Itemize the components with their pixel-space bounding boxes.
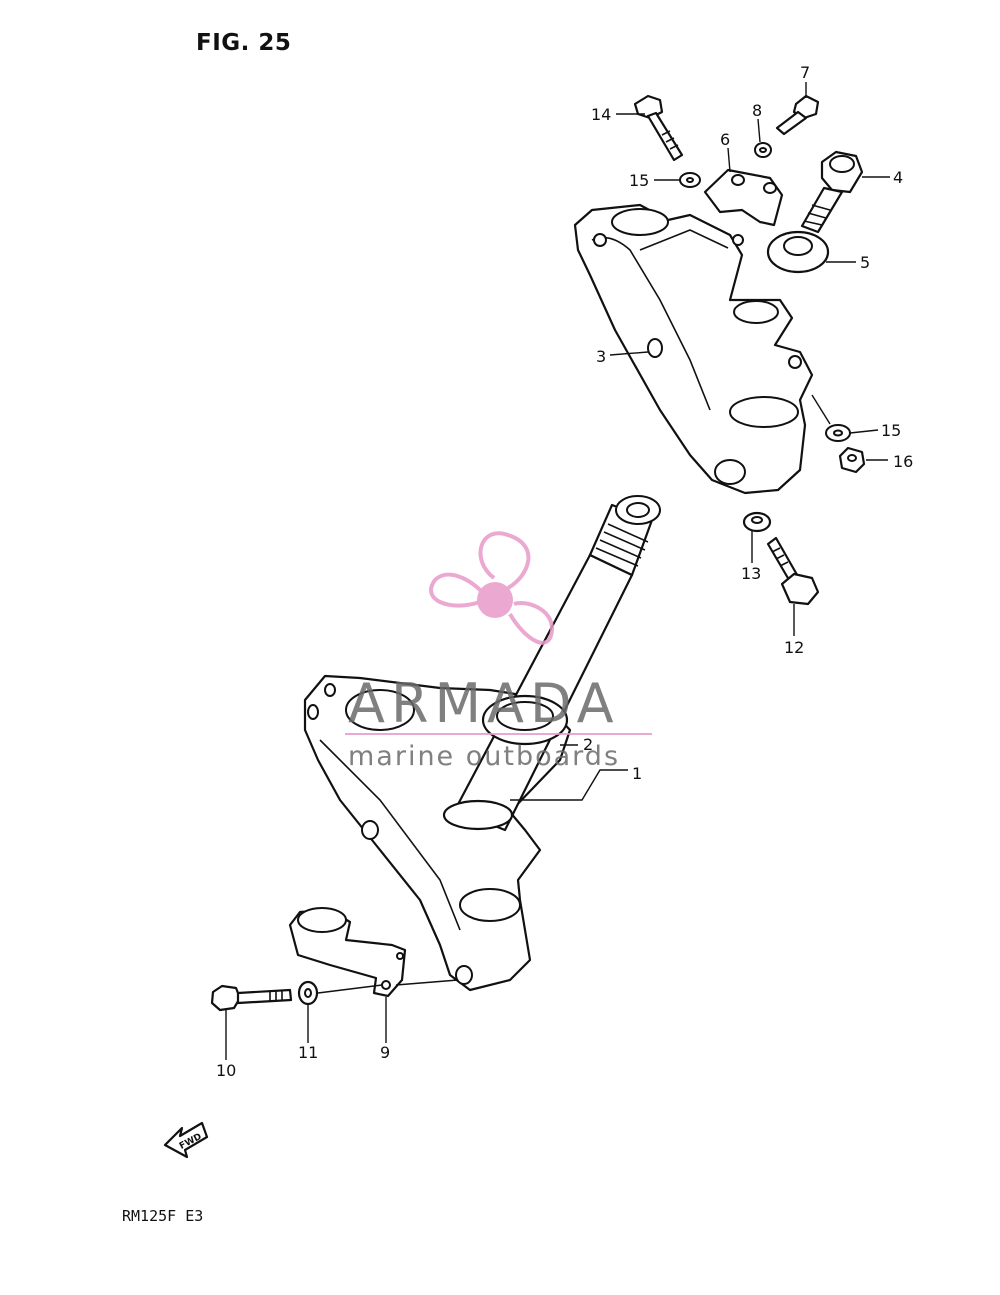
- callout-11: 11: [298, 1043, 318, 1062]
- callout-16: 16: [893, 452, 913, 471]
- callout-1: 1: [632, 764, 642, 783]
- washer-15-lower-hole: [833, 429, 843, 437]
- callout-13: 13: [741, 564, 761, 583]
- washer-11-hole: [304, 988, 312, 998]
- cable-guide-9: [288, 907, 407, 998]
- clamp-6: [703, 168, 784, 227]
- bolt-14: [633, 94, 684, 162]
- callout-15-upper: 15: [629, 171, 649, 190]
- callout-9: 9: [380, 1043, 390, 1062]
- bolt-7: [775, 94, 820, 136]
- lower-bracket-stem-1: [303, 495, 661, 992]
- washer-15-upper-hole: [686, 177, 694, 183]
- callout-numbers: 14 7 8 6 15 4 5 3 15 16 13 12 2 1 10 11 …: [216, 63, 913, 1080]
- callout-15-lower: 15: [881, 421, 901, 440]
- leader-lines: [225, 82, 890, 1060]
- bolt-4: [800, 150, 864, 234]
- bolt-10: [210, 984, 293, 1012]
- propeller-logo-icon: [429, 531, 555, 645]
- model-code: RM125F E3: [122, 1207, 204, 1225]
- callout-10: 10: [216, 1061, 236, 1080]
- nut-16: [838, 446, 866, 474]
- watermark-brand: ARMADA: [348, 672, 620, 735]
- nut-8-hole: [759, 147, 767, 153]
- fwd-arrow-icon: FWD: [163, 1121, 209, 1159]
- callout-4: 4: [893, 168, 903, 187]
- callout-3: 3: [596, 347, 606, 366]
- callout-6: 6: [720, 130, 730, 149]
- callout-8: 8: [752, 101, 762, 120]
- callout-5: 5: [860, 253, 870, 272]
- callout-7: 7: [800, 63, 810, 82]
- bolt-12: [766, 536, 820, 606]
- watermark-tagline: marine outboards: [348, 741, 620, 772]
- upper-bracket-3: [573, 203, 814, 495]
- callout-2: 2: [583, 735, 593, 754]
- callout-14: 14: [591, 105, 611, 124]
- washer-5: [766, 230, 830, 274]
- figure-title: FIG. 25: [196, 30, 292, 56]
- washer-13-hole: [751, 516, 763, 524]
- callout-12: 12: [784, 638, 804, 657]
- watermark: ARMADA marine outboards: [345, 531, 652, 772]
